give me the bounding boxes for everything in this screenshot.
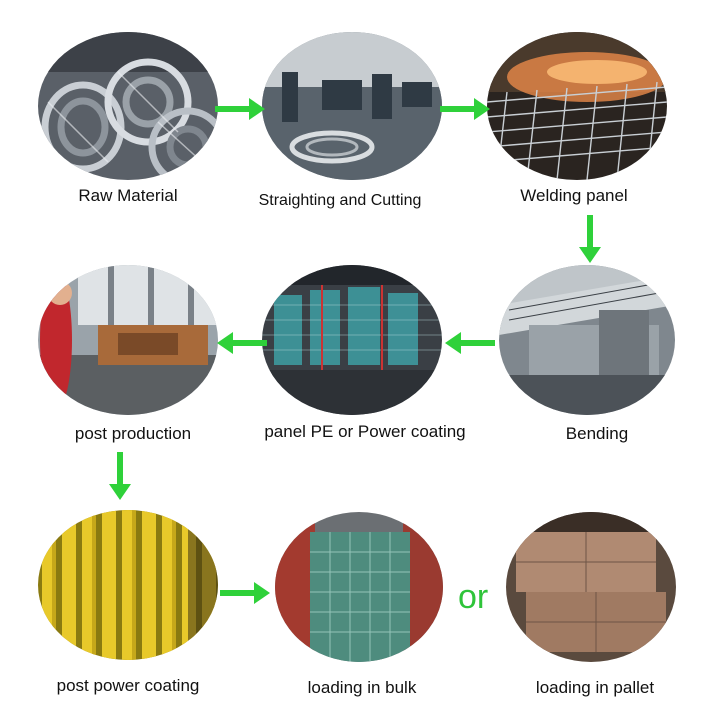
loading-bulk-photo [275, 512, 443, 662]
or-connector: or [458, 578, 489, 616]
step-label-post-power-coating: post power coating [56, 676, 200, 695]
step-label-loading-pallet: loading in pallet [535, 678, 655, 697]
step-label-loading-bulk: loading in bulk [307, 678, 417, 697]
step-label-post-production: post production [74, 424, 192, 443]
post-production-photo [38, 265, 218, 415]
loading-pallet-photo [506, 512, 676, 662]
arrow-down-icon [577, 215, 603, 263]
arrow-left-icon [445, 330, 495, 356]
arrow-right-icon [440, 96, 490, 122]
step-label-bending: Bending [565, 424, 629, 443]
panel-coating-photo [262, 265, 442, 415]
bending-photo [499, 265, 675, 415]
raw-material-photo [38, 32, 218, 180]
post-power-coating-photo [38, 510, 218, 660]
straighting-cutting-photo [262, 32, 442, 180]
arrow-right-icon [220, 580, 270, 606]
arrow-down-icon [107, 452, 133, 500]
arrow-left-icon [217, 330, 267, 356]
step-label-welding-panel: Welding panel [520, 186, 628, 205]
step-label-straighting-cutting: Straighting and Cutting [258, 192, 422, 209]
welding-panel-photo [487, 32, 667, 180]
step-label-panel-coating: panel PE or Power coating [264, 422, 466, 441]
step-label-raw-material: Raw Material [78, 186, 178, 205]
arrow-right-icon [215, 96, 265, 122]
